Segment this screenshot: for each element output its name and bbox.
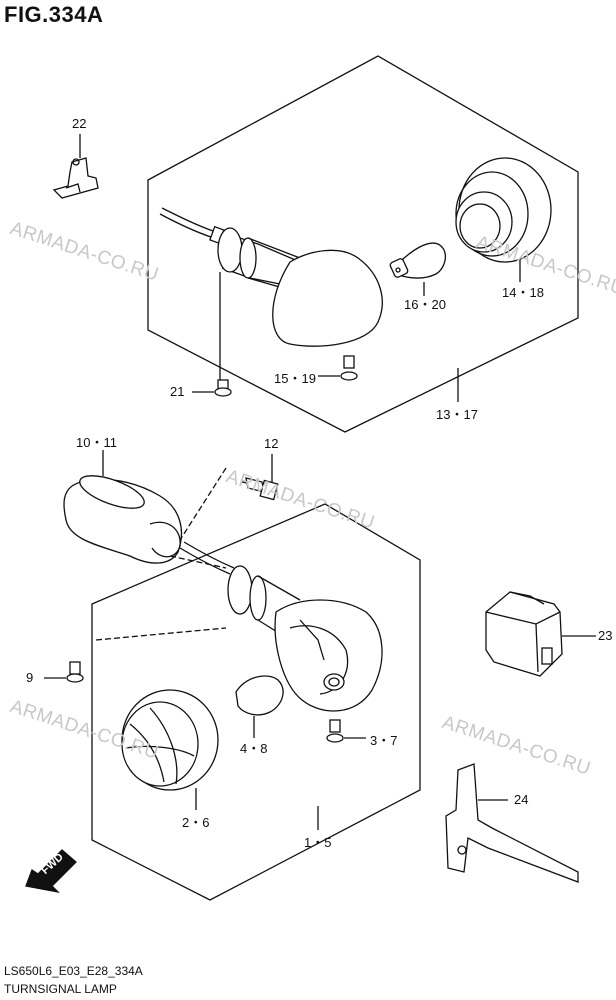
part-label-21: 21 xyxy=(170,384,185,399)
figure-description: TURNSIGNAL LAMP xyxy=(4,982,117,996)
part-label-10-11: 10・11 xyxy=(76,435,117,450)
upper-assembly-frame xyxy=(147,55,579,433)
screw-12 xyxy=(241,454,279,501)
part-label-1-5: 1・5 xyxy=(304,835,332,850)
part-label-14-18: 14・18 xyxy=(502,285,544,300)
lens-14-18 xyxy=(455,157,552,282)
part-label-3-7: 3・7 xyxy=(370,733,398,748)
part-label-22: 22 xyxy=(72,116,87,131)
part-label-2-6: 2・6 xyxy=(182,815,210,830)
fwd-arrow-icon xyxy=(25,849,77,894)
guide-lines xyxy=(95,467,227,641)
screw-15-19 xyxy=(318,355,358,381)
lower-assembly-frame xyxy=(91,503,421,901)
figure-title: FIG.334A xyxy=(4,2,104,27)
relay-23 xyxy=(485,591,596,677)
screw-9 xyxy=(44,661,84,683)
part-label-23: 23 xyxy=(598,628,613,643)
bulb-16-20 xyxy=(389,242,446,296)
part-label-16-20: 16・20 xyxy=(404,297,446,312)
upper-turn-signal xyxy=(159,207,383,380)
lens-2-6 xyxy=(121,689,219,810)
bracket-24 xyxy=(445,763,579,883)
model-code: LS650L6_E03_E28_334A xyxy=(4,964,143,978)
part-label-4-8: 4・8 xyxy=(240,741,268,756)
part-label-15-19: 15・19 xyxy=(274,371,316,386)
screw-21 xyxy=(192,379,232,397)
part-label-13-17: 13・17 xyxy=(436,407,478,422)
screw-3-7 xyxy=(326,719,366,743)
lower-turn-signal xyxy=(179,541,383,712)
part-label-24: 24 xyxy=(514,792,529,807)
part-label-9: 9 xyxy=(26,670,34,685)
part-label-12: 12 xyxy=(264,436,279,451)
bracket-22 xyxy=(52,134,99,199)
housing-10-11 xyxy=(63,450,182,564)
bulb-4-8 xyxy=(235,675,284,738)
